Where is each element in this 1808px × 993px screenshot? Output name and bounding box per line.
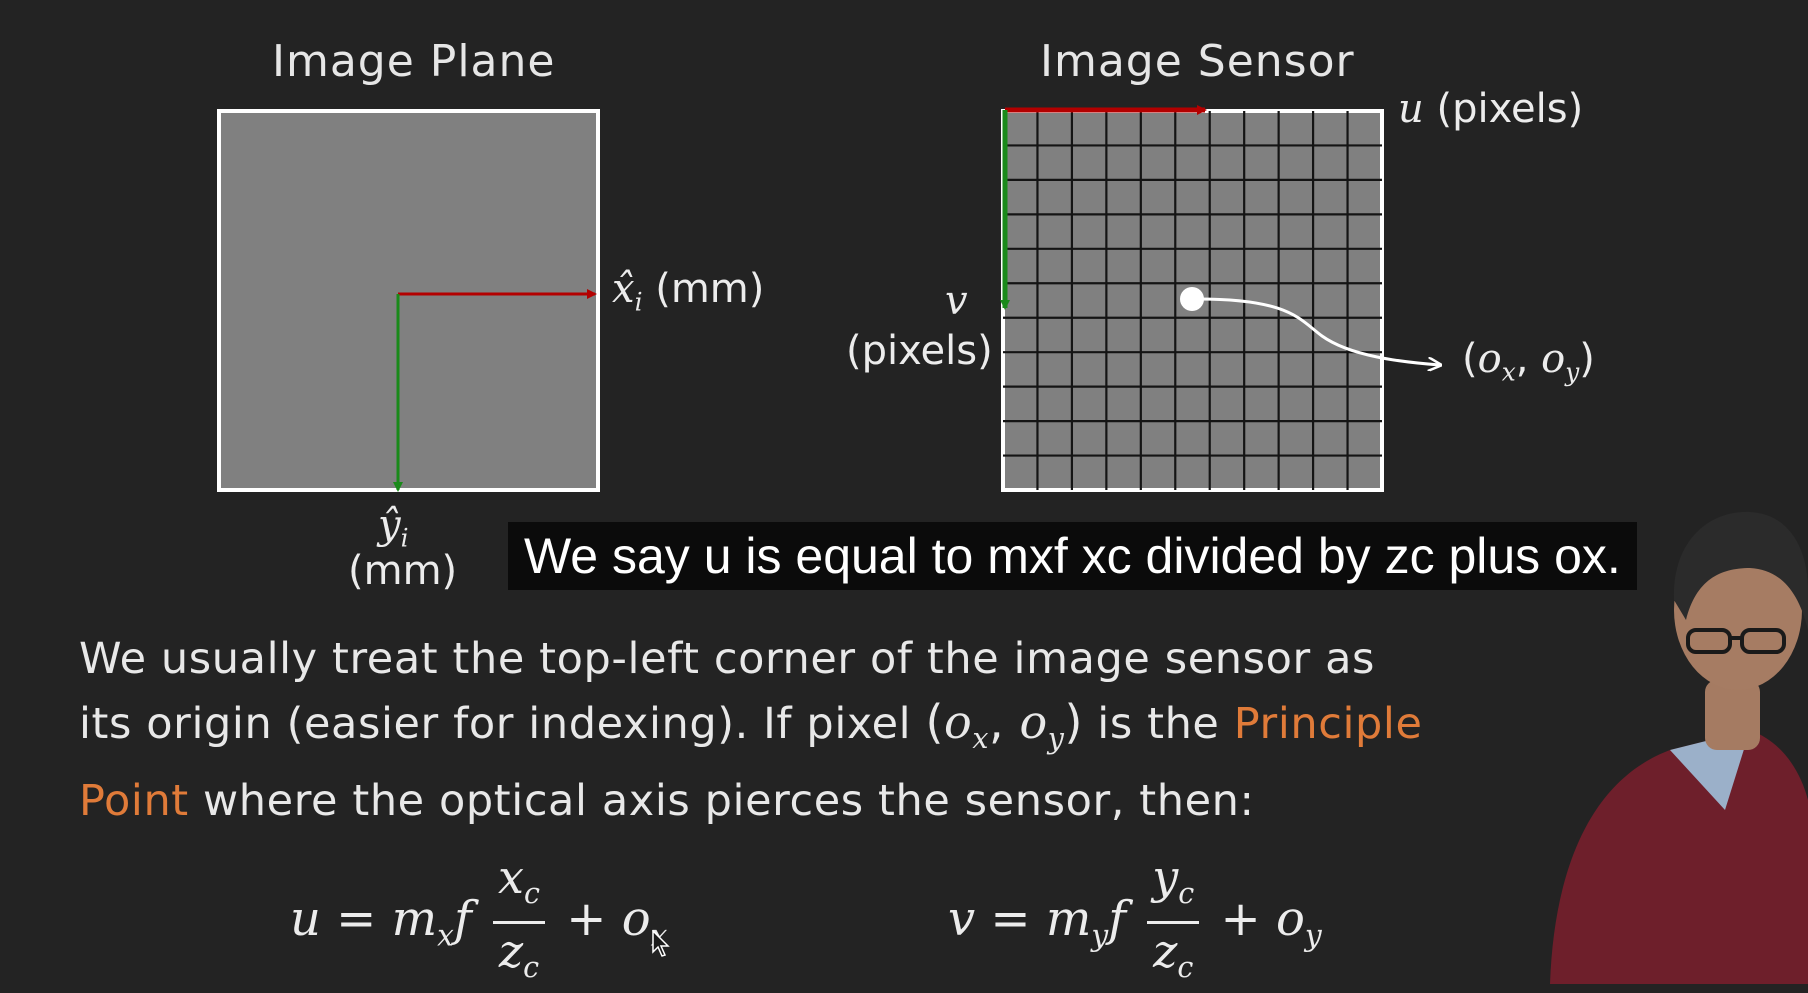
principal-point-label: (ox, oy) <box>1462 336 1595 387</box>
eq-u-m: m <box>391 890 438 947</box>
eq-v-m-sub: y <box>1091 918 1109 954</box>
eq-u-num: x <box>498 850 524 904</box>
eq-v-num: y <box>1152 850 1179 904</box>
pixel-close-paren: ) <box>1064 695 1084 749</box>
pixel-open-paren: ( <box>925 695 945 749</box>
eq-v-plus: + <box>1205 890 1276 947</box>
presenter-video <box>1550 511 1808 984</box>
eq-u-plus: + <box>550 890 622 947</box>
x-hat-sub: i <box>634 287 643 317</box>
image-plane-y-label: ŷi <box>378 502 409 553</box>
y-hat-sub: i <box>400 523 409 553</box>
pp-close-paren: ) <box>1579 336 1595 382</box>
pixel-oy-sub: y <box>1047 721 1065 755</box>
eq-v-den-sub: c <box>1177 950 1194 984</box>
pp-ox: o <box>1477 336 1502 382</box>
pixel-ox-sub: x <box>972 721 990 755</box>
eq-u-num-sub: c <box>523 876 540 910</box>
eq-v-f: f <box>1108 890 1126 947</box>
image-plane-box <box>217 109 600 492</box>
eq-u-f: f <box>453 890 472 947</box>
pp-oy: o <box>1541 336 1566 382</box>
eq-v-num-sub: c <box>1178 876 1195 910</box>
sensor-pixel-grid <box>1003 111 1382 490</box>
pp-sep: , <box>1515 336 1542 382</box>
eq-u-fraction: xc zc <box>492 850 545 993</box>
y-hat-var: ŷ <box>378 502 401 548</box>
eq-u-equals: = <box>320 890 392 947</box>
eq-v-fraction: yc zc <box>1147 850 1200 993</box>
eq-u-fraction-bar <box>492 920 545 924</box>
pixel-ox: o <box>944 695 973 749</box>
eq-u-o: o <box>621 890 651 947</box>
pp-open-paren: ( <box>1462 336 1478 382</box>
paragraph-line-2-text: its origin (easier for indexing). If pix… <box>79 699 926 749</box>
eq-u-den: z <box>498 923 524 978</box>
sensor-v-unit: (pixels) <box>846 328 993 374</box>
paragraph-line-1: We usually treat the top-left corner of … <box>79 634 1376 684</box>
equation-v: v = myf yc zc + oy <box>948 852 1322 993</box>
image-plane-y-unit: (mm) <box>348 548 458 594</box>
image-plane-title: Image Plane <box>272 36 556 87</box>
mouse-cursor-icon <box>652 930 670 957</box>
paragraph-line-3: Point where the optical axis pierces the… <box>79 770 1559 833</box>
u-var: u <box>1398 86 1424 132</box>
image-plane-x-label: x̂i (mm) <box>612 266 764 317</box>
video-subtitle: We say u is equal to mxf xc divided by z… <box>508 522 1637 590</box>
eq-v-fraction-bar <box>1147 920 1200 924</box>
point-accent: Point <box>79 775 189 826</box>
pixel-oy: o <box>1019 695 1048 749</box>
x-hat-var: x̂ <box>612 266 635 312</box>
sensor-u-label: u (pixels) <box>1398 86 1583 132</box>
principal-point-pointer <box>1191 297 1440 365</box>
eq-u-lhs: u <box>290 890 321 947</box>
sensor-v-var: v <box>945 278 968 324</box>
equation-u: u = mxf xc zc + ox <box>290 852 667 993</box>
pixel-sep: , <box>989 695 1020 749</box>
eq-v-o-sub: y <box>1304 918 1322 954</box>
eq-v-o: o <box>1275 890 1305 947</box>
eq-v-equals: = <box>975 890 1046 947</box>
image-sensor-title: Image Sensor <box>1040 36 1355 87</box>
eq-u-den-sub: c <box>523 950 540 984</box>
principle-accent: Principle <box>1233 699 1423 749</box>
u-unit: (pixels) <box>1436 86 1584 132</box>
pixel-math: (ox, oy) <box>925 695 1084 755</box>
x-hat-unit: (mm) <box>655 266 765 312</box>
eq-v-m: m <box>1045 890 1092 947</box>
paragraph-line-3-text: where the optical axis pierces the senso… <box>188 775 1255 826</box>
pp-ox-sub: x <box>1501 357 1516 387</box>
pp-oy-sub: y <box>1565 357 1580 387</box>
eq-v-lhs: v <box>948 890 976 947</box>
explanation-paragraph: We usually treat the top-left corner of … <box>79 628 1559 833</box>
paragraph-line-2-tail: is the <box>1083 699 1234 749</box>
paragraph-line-2: its origin (easier for indexing). If pix… <box>79 691 1559 770</box>
eq-v-den: z <box>1153 923 1178 978</box>
eq-u-m-sub: x <box>437 918 454 954</box>
